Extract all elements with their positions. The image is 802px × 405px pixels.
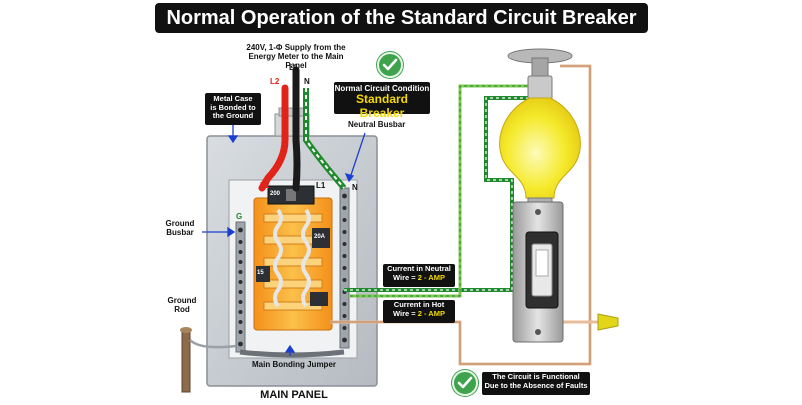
current-hot-line-2a: Wire = — [393, 308, 418, 318]
condition-callout: Normal Circuit Condition Standard Breake… — [334, 82, 430, 120]
ground-rod-wire — [189, 339, 237, 349]
ground-busbar-line-1: Ground — [165, 219, 195, 228]
current-hot-value: 2 - AMP — [417, 308, 445, 318]
metal-case-line-1: Metal Case — [213, 94, 253, 103]
ground-busbar-screws — [238, 227, 243, 347]
l1-label-top: L1 — [289, 63, 299, 72]
metal-case-line-2: is Bonded to — [210, 102, 256, 112]
condition-line-2: Standard Breaker — [355, 92, 408, 120]
l1-supply-wire — [292, 66, 301, 192]
current-neutral-line-2a: Wire = — [393, 272, 418, 282]
main-bonding-jumper-label: Main Bonding Jumper — [252, 360, 336, 369]
l1-label-panel: L1 — [316, 181, 326, 190]
g-label-panel: G — [236, 212, 243, 221]
functional-line-2: Due to the Absence of Faults — [484, 380, 588, 390]
branch-breaker-1 — [312, 228, 330, 248]
supply-line-2: Energy Meter to the Main Panel — [248, 51, 344, 70]
ground-rod-line-1: Ground — [167, 296, 197, 305]
neutral-busbar-screws — [342, 193, 347, 343]
functional-callout: The Circuit is Functional Due to the Abs… — [482, 372, 590, 395]
main-panel-label: MAIN PANEL — [260, 389, 328, 401]
rating-main: 200 — [270, 191, 281, 197]
neutral-busbar-label: Neutral Busbar — [348, 120, 406, 129]
ground-busbar-label: Ground Busbar — [160, 219, 200, 238]
ground-rod — [181, 329, 191, 393]
wire-nut — [597, 313, 619, 331]
diagram-title: Normal Operation of the Standard Circuit… — [155, 3, 648, 33]
current-neutral-line-1: Current in Neutral — [387, 264, 451, 273]
branch-breaker-3 — [310, 292, 328, 306]
main-bonding-jumper-wire — [239, 349, 345, 358]
current-hot-line-1: Current in Hot — [393, 300, 445, 309]
current-neutral-callout: Current in Neutral Wire = 2 - AMP — [383, 264, 455, 287]
metal-case-line-3: the Ground — [212, 111, 254, 121]
branch-breaker-2 — [256, 266, 270, 282]
condition-check-icon — [377, 52, 403, 78]
functional-check-icon — [452, 370, 478, 396]
rating-branch-1: 20A — [314, 234, 326, 240]
n-label-top: N — [304, 77, 310, 86]
current-hot-callout: Current in Hot Wire = 2 - AMP — [383, 300, 455, 323]
supply-line-1: 240V, 1-Φ Supply from the — [246, 43, 346, 52]
current-neutral-value: 2 - AMP — [417, 272, 445, 282]
ground-rod-line-2: Rod — [174, 304, 190, 314]
rating-branch-2: 15 — [257, 270, 264, 276]
ground-busbar-line-2: Busbar — [166, 227, 194, 237]
l2-supply-wire — [258, 84, 289, 192]
l2-label-top: L2 — [270, 77, 280, 86]
wall-switch — [512, 201, 564, 343]
n-label-panel: N — [352, 183, 358, 192]
metal-case-callout: Metal Case is Bonded to the Ground — [205, 93, 261, 125]
l2-label-panel: L2 — [260, 181, 270, 190]
supply-caption: 240V, 1-Φ Supply from the Energy Meter t… — [240, 43, 352, 70]
condition-line-1: Normal Circuit Condition — [334, 84, 430, 93]
ground-rod-label: Ground Rod — [162, 296, 202, 315]
functional-line-1: The Circuit is Functional — [492, 372, 580, 381]
pointer-arrows — [202, 124, 366, 356]
